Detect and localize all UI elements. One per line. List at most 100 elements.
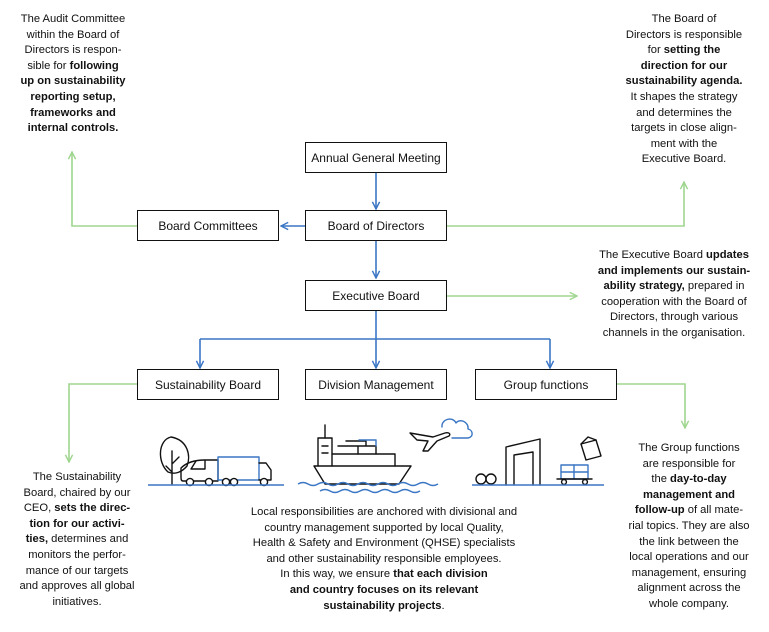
note-line: cooperation with the Board of: [601, 295, 747, 308]
note-line: are responsible for: [642, 457, 736, 470]
note-line: The Sustainability: [32, 471, 122, 483]
note-line: Board, chaired by our: [23, 486, 131, 499]
green-arrow-committees-to-audit: [72, 152, 137, 227]
note-emphasis: sustainability projects: [323, 599, 442, 612]
note-emphasis: direction for our: [640, 59, 728, 72]
note-emphasis: tion for our activi-: [29, 517, 125, 530]
note-board-of-directors: The Board of Directors is responsible fo…: [604, 12, 764, 168]
note-line: Executive Board.: [641, 153, 727, 166]
forklift-icon: [475, 473, 497, 485]
note-group-functions: The Group functions are responsible for …: [614, 441, 764, 613]
note-emphasis: up on sustainability: [20, 75, 126, 88]
box-board-committees: Board Committees: [137, 210, 279, 241]
note-emphasis: and implements our sustain-: [597, 264, 751, 277]
note-emphasis: ties,: [25, 533, 49, 546]
logistics-road-illustration: [159, 436, 272, 487]
note-audit-committee: The Audit Committee within the Board of …: [6, 12, 140, 137]
note-line: for: [647, 44, 664, 57]
division-label: Division Management: [318, 377, 434, 392]
note-line: management, ensuring: [631, 566, 747, 579]
box-division-management: Division Management: [305, 369, 447, 400]
water-wave-1: [297, 481, 439, 487]
note-line: sible for: [27, 59, 70, 72]
note-line: Local responsibilities are anchored with…: [250, 506, 518, 518]
note-line: local operations and our: [629, 551, 749, 564]
note-line: .: [441, 599, 445, 612]
note-line: The Executive Board: [599, 249, 707, 261]
note-line: determines and: [48, 533, 129, 546]
ship-illustration: [313, 418, 473, 485]
agm-label: Annual General Meeting: [311, 150, 441, 165]
committees-label: Board Committees: [158, 218, 258, 233]
note-line: the: [651, 473, 671, 486]
note-line: whole company.: [648, 597, 729, 610]
note-line: Directors, through various: [609, 311, 739, 324]
note-emphasis: management and: [642, 488, 735, 501]
note-line: prepared in: [684, 280, 745, 293]
box-board-of-directors: Board of Directors: [305, 210, 447, 241]
parcel-icon: [580, 436, 602, 461]
note-line: channels in the organisation.: [602, 326, 746, 339]
note-line: CEO,: [23, 502, 55, 515]
green-arrow-group-to-note: [615, 383, 685, 428]
note-line: and other sustainability responsible emp…: [266, 552, 502, 565]
sustainability-label: Sustainability Board: [154, 377, 262, 392]
note-line: Health & Safety and Environment (QHSE) s…: [252, 537, 516, 550]
note-emphasis: internal controls.: [27, 122, 119, 135]
note-line: the link between the: [639, 535, 739, 548]
airplane-icon: [409, 432, 451, 452]
note-line: alignment across the: [637, 582, 741, 595]
truck-icon: [217, 456, 272, 487]
note-emphasis: sustainability agenda.: [625, 75, 743, 88]
box-executive-board: Executive Board: [305, 280, 447, 311]
note-line: within the Board of: [26, 28, 120, 41]
warehouse-icon: [505, 438, 541, 486]
note-line: country management supported by local Qu…: [264, 521, 504, 534]
note-line: targets in close align-: [631, 122, 737, 135]
note-local-responsibilities: Local responsibilities are anchored with…: [234, 505, 534, 614]
note-line: It shapes the strategy: [630, 90, 738, 103]
note-emphasis: follow-up: [634, 504, 685, 517]
box-group-functions: Group functions: [475, 369, 617, 400]
note-emphasis: sets the direc-: [54, 502, 131, 515]
group-label: Group functions: [503, 377, 589, 392]
note-line: The Group functions: [638, 442, 740, 454]
pallet-icon: [556, 464, 593, 486]
note-line: monitors the perfor-: [28, 548, 126, 561]
note-emphasis: day-to-day: [670, 473, 727, 486]
note-emphasis: and country focuses on its relevant: [289, 583, 479, 596]
note-line: and determines the: [636, 106, 732, 119]
note-line: The Board of: [651, 13, 717, 25]
water-wave-2: [319, 488, 421, 494]
warehouse-illustration: [475, 436, 602, 486]
note-line: ment with the: [650, 137, 718, 150]
tree-icon: [159, 436, 190, 485]
note-line: The Audit Committee: [20, 13, 126, 25]
note-line: In this way, we ensure: [280, 568, 394, 581]
note-executive-board: The Executive Board updates and implemen…: [582, 248, 766, 342]
box-sustainability-board: Sustainability Board: [137, 369, 279, 400]
van-icon: [180, 459, 219, 487]
green-arrow-sustainability-to-note: [69, 383, 137, 462]
box-annual-general-meeting: Annual General Meeting: [305, 142, 447, 173]
note-line: mance of our targets: [25, 564, 129, 577]
note-emphasis: ability strategy,: [603, 280, 685, 293]
note-line: rial topics. They are also: [628, 519, 750, 532]
note-sustainability-board: The Sustainability Board, chaired by our…: [4, 470, 150, 610]
note-emphasis: setting the: [663, 44, 721, 57]
executive-label: Executive Board: [332, 288, 420, 303]
ship-icon: [313, 424, 412, 485]
cloud-icon: [441, 418, 473, 439]
green-arrow-bod-to-board-note: [447, 182, 684, 227]
note-line: Directors is respon-: [24, 44, 122, 57]
note-emphasis: that each division: [393, 568, 488, 581]
note-emphasis: following: [69, 59, 119, 72]
note-emphasis: reporting setup,: [30, 90, 116, 103]
note-line: Directors is responsible: [625, 28, 743, 41]
note-emphasis: updates: [706, 249, 749, 261]
note-line: of all mate-: [684, 504, 744, 517]
note-line: initiatives.: [52, 595, 102, 608]
bod-label: Board of Directors: [327, 218, 425, 233]
